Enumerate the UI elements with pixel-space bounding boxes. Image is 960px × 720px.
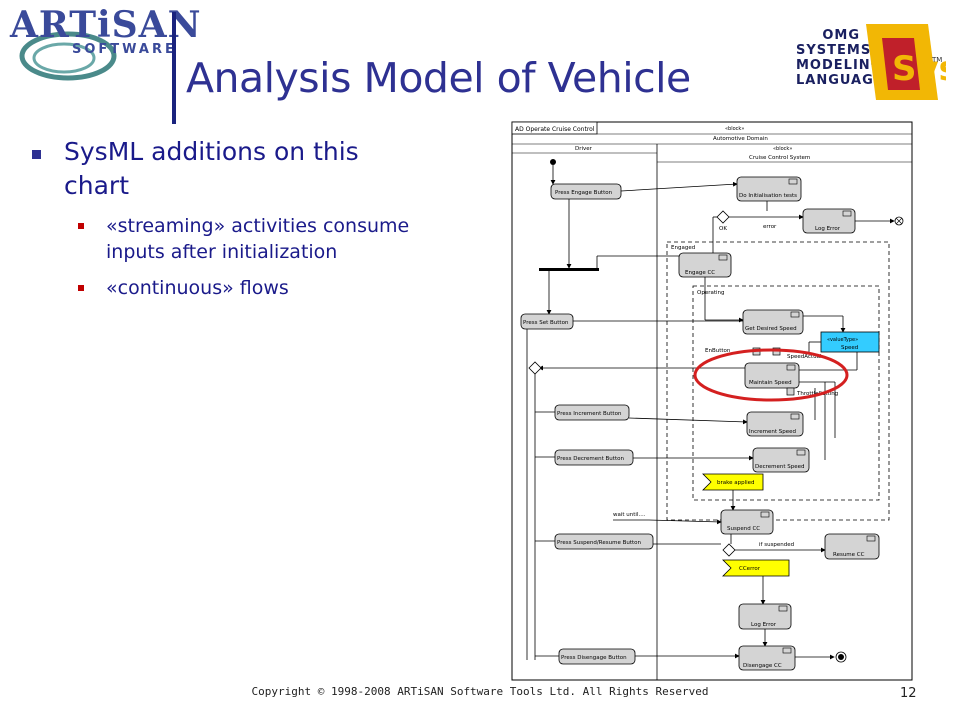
region-label: Operating [697,290,725,296]
action-label: Increment Speed [749,429,796,435]
sysml-logo: OMG SYSTEMS MODELING LANGUAGE SysML TM [796,10,946,110]
decision-node [716,210,730,224]
output-pin [786,387,795,396]
action-label: Press Disengage Button [561,655,627,661]
frame-title-tab [511,121,598,135]
action-label: Log Error [751,622,777,628]
block-stereotype: «block» [725,126,744,132]
region-engaged [666,241,890,521]
action-label: Press Decrement Button [557,456,624,462]
sub-bullet-text: «continuous» flows [106,277,289,299]
value-type-name: Speed [841,345,858,351]
sysml-mark-icon: SysML TM [866,24,946,100]
bullet-item: SysML additions on this chart [28,135,428,203]
action-maintain-speed [744,362,800,389]
pin-label: EnButton [705,348,731,354]
action-label: Press Suspend/Resume Button [557,540,642,546]
page-number: 12 [900,686,917,701]
action-resume-cc [824,533,880,560]
block-name-domain: Automotive Domain [713,136,768,142]
sub-bullet-item: «streaming» activities consume inputs af… [28,213,428,265]
artisan-logo-text: ARTiSAN [10,4,202,46]
bullet-list: SysML additions on this chart «streaming… [28,135,428,301]
artisan-logo: ARTiSAN SOFTWARE [6,4,201,86]
action-decrement-speed [752,447,810,473]
activity-diagram: AD Operate Cruise Control «block» Automo… [511,121,913,681]
action-press-set [520,313,574,330]
action-press-decrement [554,449,634,466]
signal-label: CCerror [739,566,761,572]
title-divider [172,12,176,124]
action-label: Press Set Button [523,320,569,326]
action-press-increment [554,404,630,421]
page-title: Analysis Model of Vehicle [186,54,691,102]
sysml-logo-line: OMG [822,28,860,43]
guard-label: wait until.... [613,512,646,518]
block-name-cc: Cruise Control System [749,155,810,161]
sub-bullet-text: «streaming» activities consume inputs af… [106,215,410,263]
diagram-frame [511,121,913,681]
sysml-mark-text: SysML [892,49,946,89]
frame-title: AD Operate Cruise Control [515,126,595,133]
sysml-logo-line: MODELING [796,58,883,73]
initial-node [550,159,556,165]
region-operating [692,285,880,501]
region-label: Engaged [671,245,695,251]
action-label: Press Engage Button [555,190,613,196]
action-label: Press Increment Button [557,411,622,417]
pin-label: SpeedActual [787,354,822,360]
sub-bullet-marker [78,223,84,229]
action-label: Decrement Speed [755,464,805,470]
action-label: Resume CC [833,552,865,558]
sub-bullet-marker [78,285,84,291]
sysml-logo-line: SYSTEMS [796,43,872,58]
merge-node [528,361,542,375]
highlight-ring [693,348,849,402]
decision-node [722,543,736,557]
action-label: Suspend CC [727,526,760,532]
block-stereotype-2: «block» [773,146,792,152]
action-label: Disengage CC [743,663,782,669]
join-bar [539,268,599,271]
action-increment-speed [746,411,804,437]
action-press-suspend-resume [554,533,654,550]
sysml-tm: TM [931,56,942,64]
action-do-init [736,176,802,202]
artisan-swirl-icon [19,31,117,81]
action-label: Maintain Speed [749,380,792,386]
copyright-footer: Copyright © 1998-2008 ARTiSAN Software T… [251,685,709,698]
artisan-logo-subtext: SOFTWARE [72,42,177,57]
action-press-engage [550,183,622,200]
bullet-text: SysML additions on this chart [64,137,359,200]
signal-label: brake applied [717,480,755,486]
signal-cc-error [722,559,790,577]
sub-bullet-item: «continuous» flows [28,275,428,301]
action-label: Do Initialisation tests [739,193,797,199]
guard-label: if suspended [759,542,794,548]
guard-label: error [763,224,777,230]
swimlane-driver-label: Driver [575,146,593,152]
bullet-marker [32,150,41,159]
action-press-disengage [558,648,636,665]
action-disengage-cc [738,645,796,671]
action-get-desired-speed [742,309,804,335]
action-label: Engage CC [685,270,715,276]
action-label: Log Error [815,226,841,232]
value-type-stereotype: «valueType» [827,337,858,343]
action-label: Get Desired Speed [745,326,797,332]
guard-label: OK [719,226,727,232]
